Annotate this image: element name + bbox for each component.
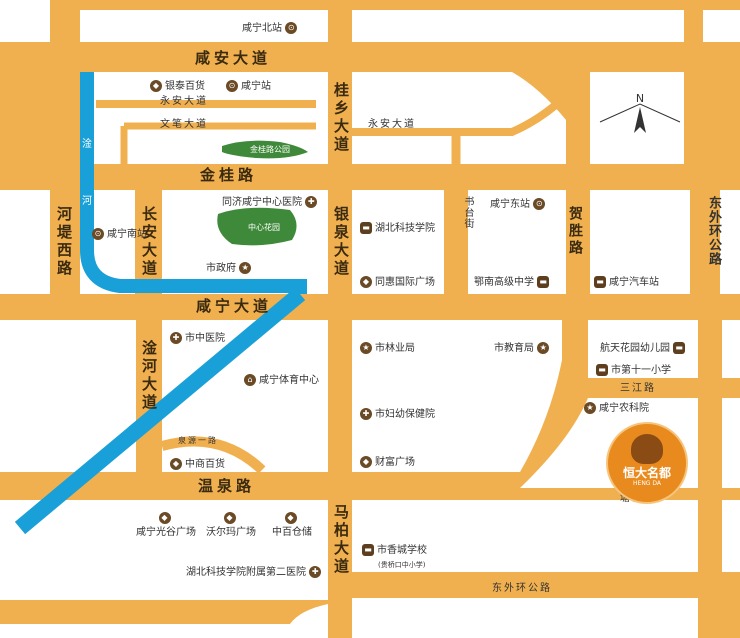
hospital-icon: ✚: [170, 332, 182, 344]
place-maternal: ✚市妇幼保健院: [360, 408, 435, 422]
compass-arrow-icon: [634, 107, 646, 133]
place-forestry: ★市林业局: [360, 342, 415, 356]
school-icon: ▬: [362, 544, 374, 556]
project-logo: 恒大名都 HENG DA: [606, 422, 688, 504]
place-education: 市教育局 ★: [494, 342, 552, 356]
road-hedixi: 河堤西路: [55, 206, 73, 278]
road-mabo: 马柏大道: [332, 504, 350, 576]
road-xianning: 咸宁大道: [196, 297, 273, 315]
road-changan: 长安大道: [140, 206, 158, 278]
place-tongchen: ◆同惠国际广场: [360, 276, 435, 290]
place-xiangcheng: ▬市香城学校(贵桥口中小学): [362, 544, 427, 572]
park-strip: [222, 140, 308, 159]
place-yintai: ◆银泰百货: [150, 80, 205, 94]
hospital-icon: ✚: [360, 408, 372, 420]
school-icon: ▬: [673, 342, 686, 354]
place-caifu: ◆财富广场: [360, 456, 415, 470]
government-icon: ★: [537, 342, 550, 354]
road-xianan: 咸安大道: [195, 49, 272, 67]
park-label-top: 金桂路公园: [250, 145, 290, 154]
road-jingui: 金桂路: [200, 166, 258, 184]
place-zhongshang: ◆中商百货: [170, 458, 225, 472]
road-dongwaihuan-v: 东外环公路: [706, 196, 721, 266]
central-park: [217, 207, 297, 246]
place-xianning-east: 咸宁东站 ⊙: [490, 198, 548, 212]
shopping-icon: ◆: [360, 456, 372, 468]
bus-icon: ▬: [594, 276, 606, 288]
road-tuhe: 淦河大道: [140, 340, 158, 412]
place-guanggu: ◆咸宁光谷广场: [136, 512, 196, 538]
project-subtitle: HENG DA: [633, 480, 661, 487]
place-baicang: ◆中百仓储: [272, 512, 312, 538]
school-icon: ▬: [360, 222, 372, 234]
train-icon: ⊙: [226, 80, 238, 92]
government-icon: ★: [584, 402, 596, 414]
school-icon: ▬: [537, 276, 550, 288]
compass-north-label: N: [635, 92, 645, 105]
train-icon: ⊙: [285, 22, 298, 34]
place-ezhou-high: 鄂南高级中学 ▬: [474, 276, 552, 290]
road-shutai: 书台街: [462, 196, 473, 229]
place-no11-primary: ▬市第十一小学: [596, 364, 671, 378]
rivers: [14, 72, 307, 535]
shopping-icon: ◆: [284, 512, 297, 524]
hospital-icon: ✚: [305, 196, 318, 208]
shopping-icon: ◆: [360, 276, 372, 288]
road-wenbi: 文笔大道: [160, 119, 208, 130]
shopping-icon: ◆: [223, 512, 236, 524]
river-label-tu: 淦: [82, 139, 92, 150]
lion-crest-icon: [631, 434, 663, 464]
shopping-icon: ◆: [150, 80, 162, 92]
river-label-he: 河: [82, 196, 92, 207]
government-icon: ★: [360, 342, 372, 354]
road-guixiang: 桂乡大道: [332, 82, 350, 154]
road-wenquan: 温泉路: [198, 477, 256, 495]
place-kindergarten: 航天花园幼儿园 ▬: [600, 342, 688, 356]
place-tcm-hospital: ✚市中医院: [170, 332, 225, 346]
shopping-icon: ◆: [158, 512, 171, 524]
sports-icon: ⌂: [244, 374, 256, 386]
road-quanyuan: 泉源一路: [178, 436, 218, 445]
place-hubei-tech: ▬湖北科技学院: [360, 222, 435, 236]
road-sanjiang: 三江路: [620, 383, 656, 394]
shopping-icon: ◆: [170, 458, 182, 470]
place-sports-center: ⌂咸宁体育中心: [244, 374, 319, 388]
place-xianning-north: 咸宁北站 ⊙: [242, 22, 300, 36]
place-tongji: 同济咸宁中心医院 ✚: [222, 196, 320, 210]
government-icon: ★: [239, 262, 252, 274]
road-yongan-right: 永安大道: [368, 119, 416, 130]
train-icon: ⊙: [533, 198, 546, 210]
train-icon: ⊙: [92, 228, 104, 240]
project-name: 恒大名都: [622, 466, 671, 480]
place-city-gov: 市政府 ★: [206, 262, 254, 276]
place-bus-station: ▬咸宁汽车站: [594, 276, 659, 290]
place-xianning-south: ⊙咸宁南站: [92, 228, 147, 242]
road-yinquan: 银泉大道: [332, 206, 350, 278]
hospital-icon: ✚: [309, 566, 322, 578]
road-heshen: 贺胜路: [567, 206, 583, 257]
place-hubei-hospital: 湖北科技学院附属第二医院 ✚: [186, 566, 324, 580]
compass-arc: [599, 103, 681, 123]
place-xianning-station: ⊙咸宁站: [226, 80, 271, 94]
minor-roads: [96, 93, 569, 474]
place-agri-college: ★咸宁农科院: [584, 402, 649, 416]
place-walmart: ◆沃尔玛广场: [206, 512, 256, 538]
school-icon: ▬: [596, 364, 608, 376]
road-dongwaihuan-h: 东外环公路: [492, 583, 552, 594]
road-yongan-left: 永安大道: [160, 96, 208, 107]
compass: N: [620, 92, 660, 142]
park-label-middle: 中心花园: [248, 223, 280, 232]
